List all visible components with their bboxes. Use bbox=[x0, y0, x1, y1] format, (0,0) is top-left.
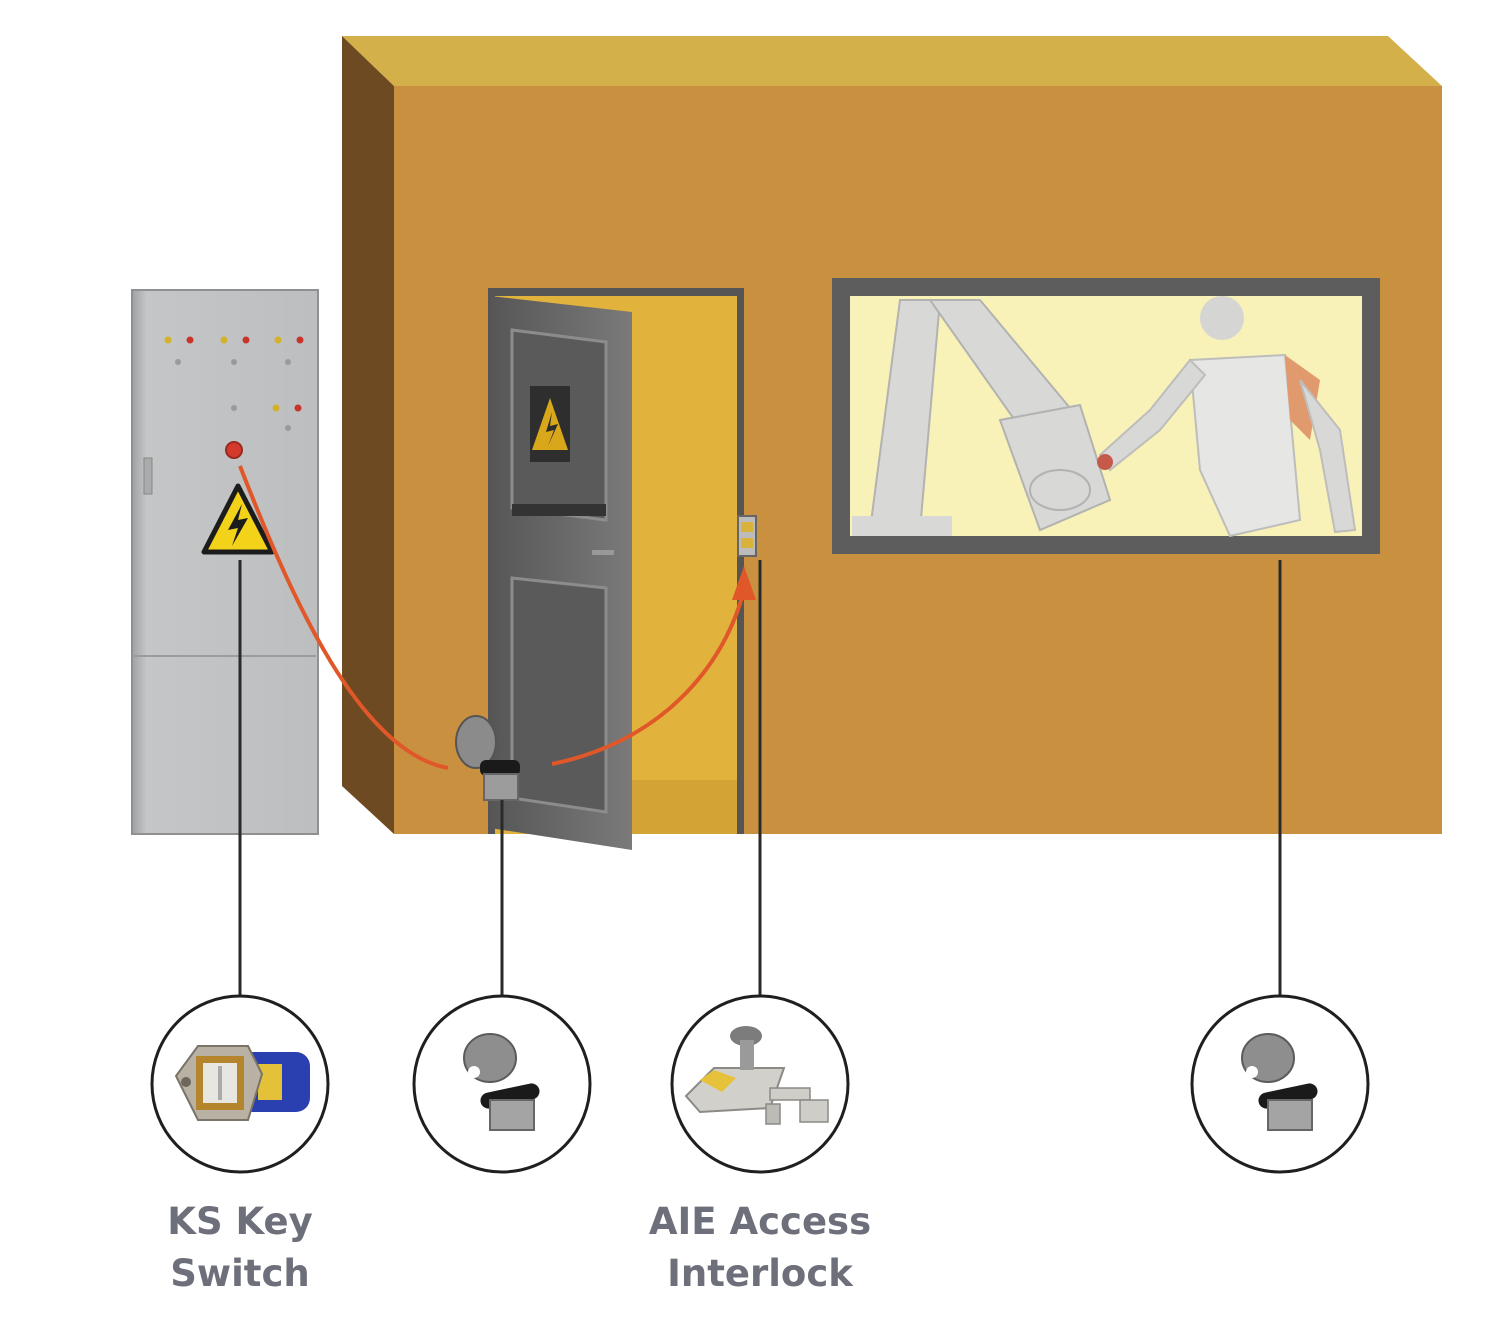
aie-label-line-2: Interlock bbox=[667, 1252, 853, 1295]
emergency-stop-button bbox=[225, 441, 243, 459]
arrow-door-to-interlock bbox=[551, 589, 746, 766]
callout-key bbox=[412, 994, 592, 1174]
callout-lines bbox=[238, 560, 1282, 996]
callout-window-key bbox=[1190, 994, 1370, 1174]
door-key bbox=[455, 715, 520, 801]
control-cabinet bbox=[131, 289, 319, 835]
callout-aie-access-interlock bbox=[670, 994, 850, 1174]
ks-label-line-2: Switch bbox=[170, 1252, 310, 1295]
ks-label-line-1: KS Key bbox=[167, 1200, 313, 1243]
wall-top bbox=[342, 36, 1442, 86]
callout-ks-key-switch bbox=[150, 994, 330, 1174]
wall-interlock bbox=[737, 515, 757, 557]
indicator-lights bbox=[164, 336, 304, 431]
operator-figure bbox=[1097, 296, 1357, 538]
key-switch-icon bbox=[174, 1045, 310, 1121]
ks-key-switch-label: KS Key Switch bbox=[130, 1196, 350, 1300]
door-warning-sign bbox=[530, 386, 570, 462]
key-icon bbox=[463, 1033, 540, 1131]
robot-arm bbox=[852, 299, 1112, 536]
key-transfer-arrows bbox=[238, 465, 756, 770]
window bbox=[832, 278, 1380, 554]
aie-access-interlock-label: AIE Access Interlock bbox=[620, 1196, 900, 1300]
key-icon-2 bbox=[1241, 1033, 1318, 1131]
door bbox=[490, 296, 632, 850]
arrow-cabinet-to-door bbox=[238, 465, 449, 770]
electrical-warning-sign bbox=[201, 483, 275, 555]
arrow-head bbox=[732, 566, 756, 600]
aie-label-line-1: AIE Access bbox=[648, 1200, 872, 1243]
wall-side bbox=[342, 36, 394, 834]
door-handle bbox=[592, 550, 614, 555]
access-interlock-icon bbox=[684, 1026, 829, 1125]
